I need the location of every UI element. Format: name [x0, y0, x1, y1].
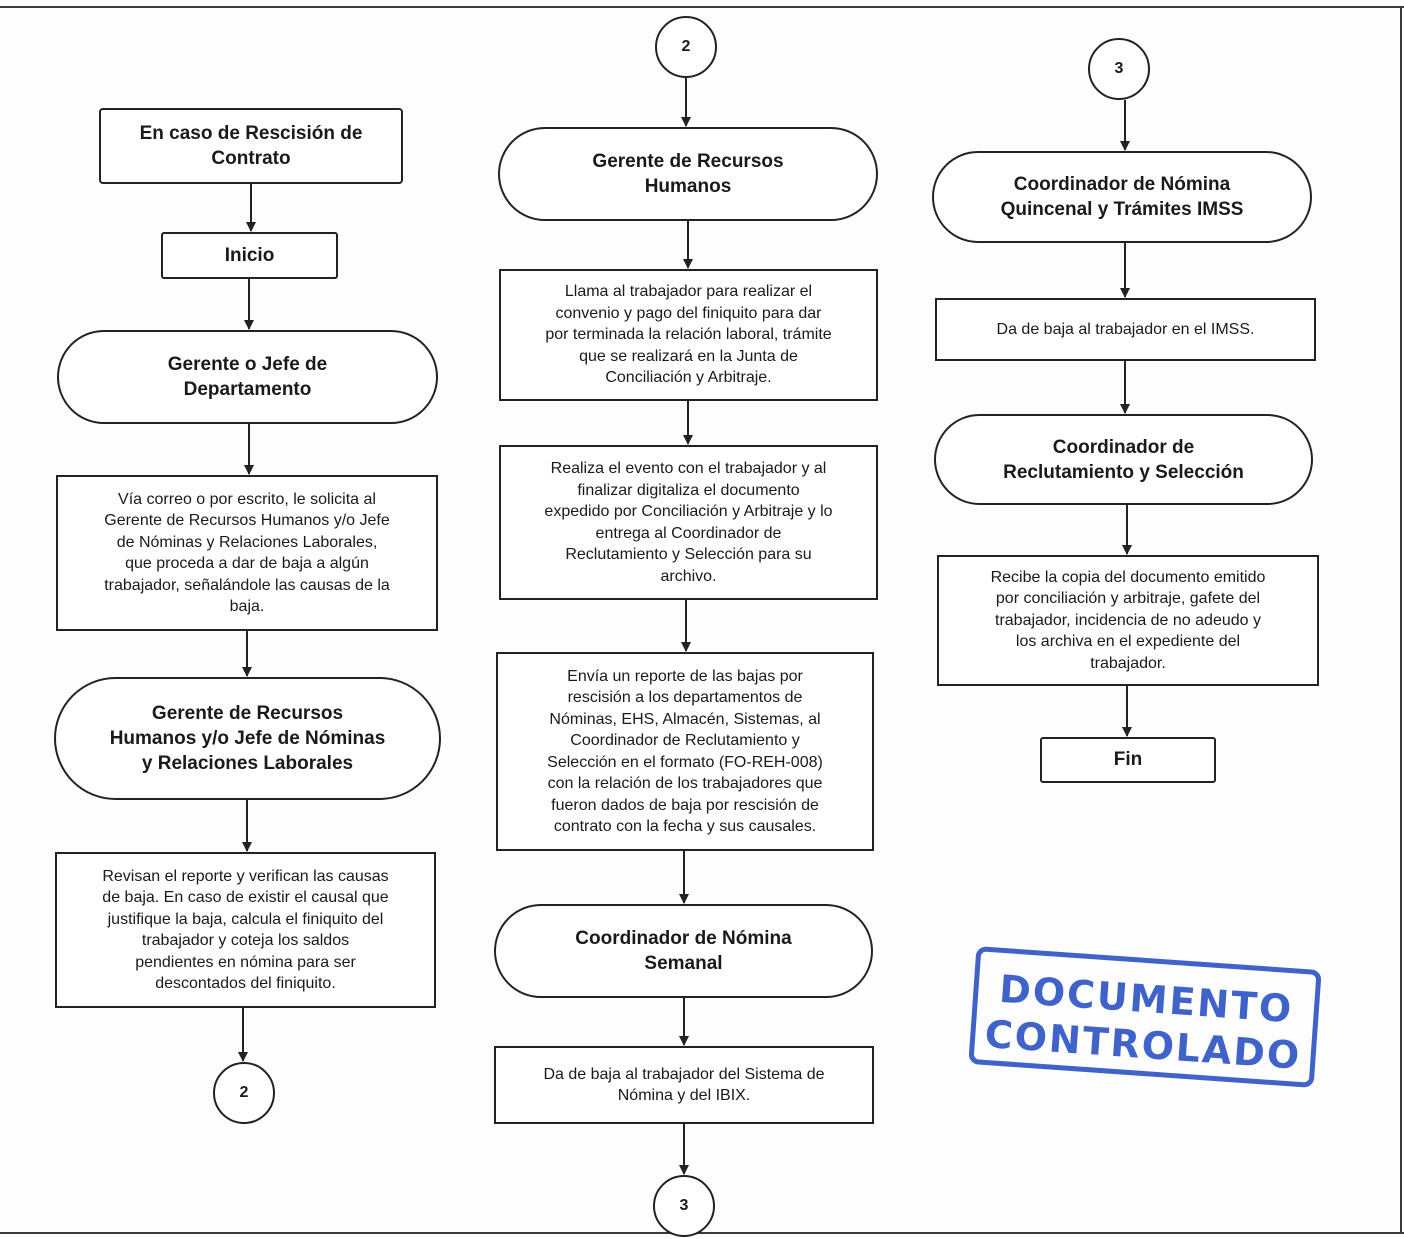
- process-text: Recibe la copia del documento emitido po…: [990, 568, 1266, 672]
- connector-label: 3: [1114, 60, 1124, 77]
- page-border-right: [1400, 6, 1402, 1234]
- connector-label: 3: [679, 1197, 689, 1214]
- connector-label: 2: [681, 38, 691, 55]
- documento-controlado-stamp: DOCUMENTO CONTROLADO: [968, 946, 1322, 1088]
- role-label: Gerente de Recursos Humanos: [592, 151, 784, 197]
- role-coordinador-reclutamiento: Coordinador de Reclutamiento y Selección: [934, 414, 1313, 505]
- start-terminal: Inicio: [161, 232, 338, 279]
- role-label: Coordinador de Nómina Quincenal y Trámit…: [1000, 174, 1244, 220]
- scenario-header-box: En caso de Rescisión de Contrato: [99, 108, 403, 184]
- process-step-llama-trabajador: Llama al trabajador para realizar el con…: [499, 269, 878, 401]
- role-coordinador-nomina-quincenal: Coordinador de Nómina Quincenal y Trámit…: [932, 151, 1312, 243]
- start-label: Inicio: [224, 244, 275, 266]
- process-text: Llama al trabajador para realizar el con…: [545, 283, 832, 387]
- process-step-baja-sistema-nomina: Da de baja al trabajador del Sistema de …: [494, 1046, 874, 1124]
- connector-3-out: 3: [653, 1175, 715, 1237]
- process-text: Vía correo o por escrito, le solicita al…: [104, 490, 390, 616]
- process-text: Da de baja al trabajador en el IMSS.: [996, 320, 1255, 338]
- page-border-bottom: [0, 1232, 1404, 1234]
- connector-2-in: 2: [655, 16, 717, 78]
- role-coordinador-nomina-semanal: Coordinador de Nómina Semanal: [494, 904, 873, 998]
- connector-3-in: 3: [1088, 38, 1150, 100]
- role-gerente-jefe-departamento: Gerente o Jefe de Departamento: [57, 330, 438, 424]
- process-step-baja-imss: Da de baja al trabajador en el IMSS.: [935, 298, 1316, 361]
- role-gerente-rh-jefe-nominas: Gerente de Recursos Humanos y/o Jefe de …: [54, 677, 441, 800]
- connector-2-out: 2: [213, 1062, 275, 1124]
- process-step-solicita-baja: Vía correo o por escrito, le solicita al…: [56, 475, 438, 631]
- end-label: Fin: [1113, 749, 1143, 770]
- role-label: Gerente de Recursos Humanos y/o Jefe de …: [109, 703, 386, 774]
- process-text: Da de baja al trabajador del Sistema de …: [543, 1065, 825, 1105]
- role-gerente-recursos-humanos: Gerente de Recursos Humanos: [498, 127, 878, 221]
- process-text: Realiza el evento con el trabajador y al…: [544, 460, 833, 585]
- scenario-header-text: En caso de Rescisión de Contrato: [139, 123, 363, 169]
- process-text: Revisan el reporte y verifican las causa…: [102, 867, 389, 993]
- role-label: Gerente o Jefe de Departamento: [167, 354, 328, 400]
- process-step-revisan-reporte: Revisan el reporte y verifican las causa…: [55, 852, 436, 1008]
- process-step-realiza-evento: Realiza el evento con el trabajador y al…: [499, 445, 878, 600]
- page-border-top: [0, 6, 1404, 8]
- connector-label: 2: [239, 1084, 249, 1101]
- process-text: Envía un reporte de las bajas por rescis…: [547, 667, 823, 836]
- end-terminal: Fin: [1040, 737, 1216, 783]
- role-label: Coordinador de Nómina Semanal: [575, 928, 792, 974]
- role-label: Coordinador de Reclutamiento y Selección: [1003, 436, 1244, 483]
- process-step-recibe-copia: Recibe la copia del documento emitido po…: [937, 555, 1319, 686]
- process-step-envia-reporte: Envía un reporte de las bajas por rescis…: [496, 652, 874, 851]
